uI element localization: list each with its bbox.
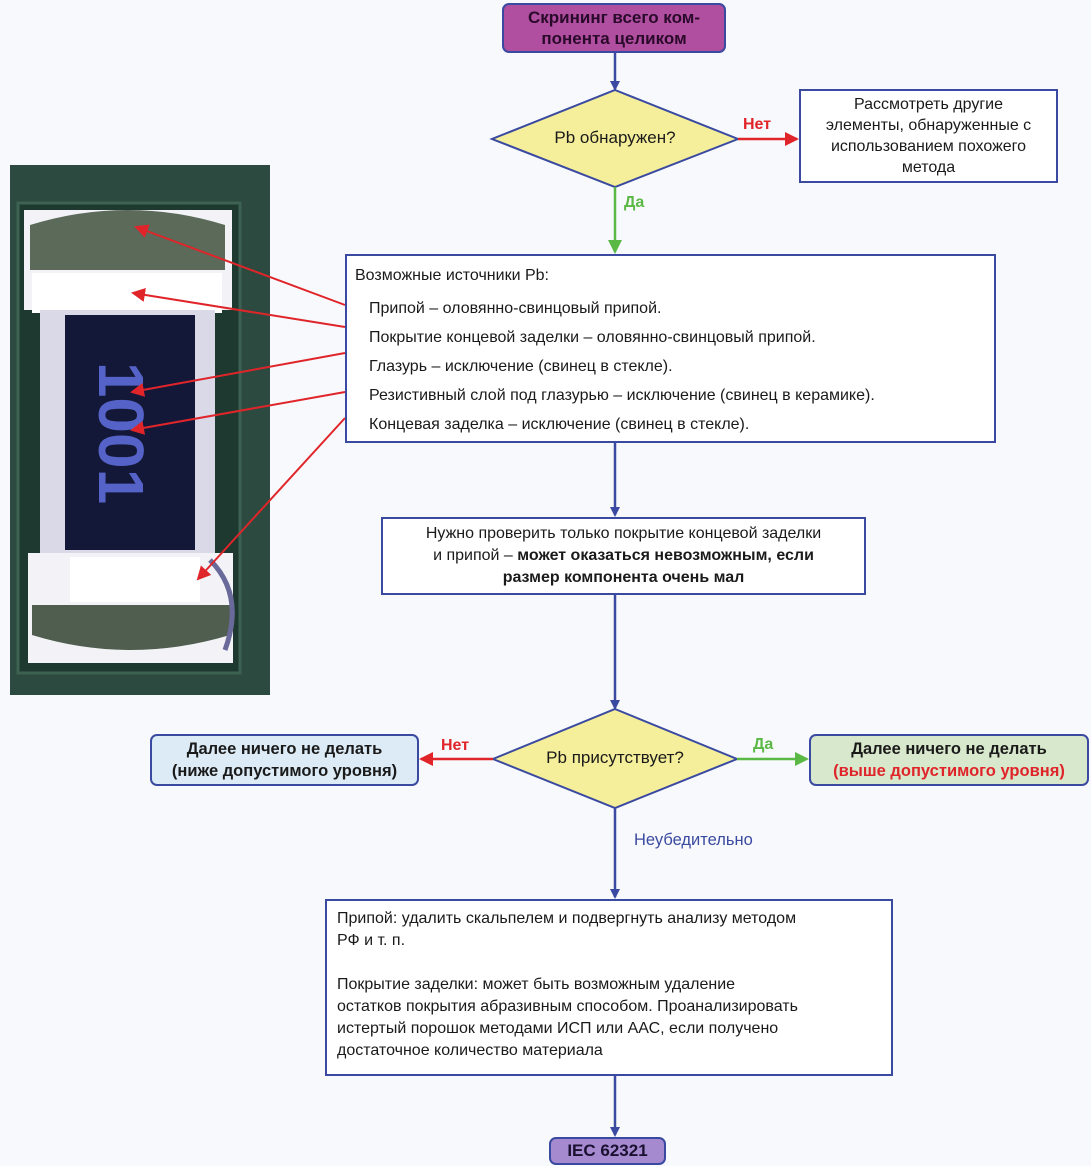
decision2-yes-label: Да: [753, 736, 774, 753]
pointer-arrow-glaze: [130, 352, 346, 397]
check-line1: Нужно проверить только покрытие концевой…: [425, 525, 822, 542]
pointer-arrow-resistive-layer: [130, 391, 346, 435]
pointer-arrow-termination-coating: [131, 287, 346, 328]
resistor-marking: 1001: [85, 362, 157, 504]
end-label: IEC 62321: [567, 1141, 648, 1160]
check-line3: размер компонента очень мал: [503, 567, 745, 589]
consider-other-elements-box: Рассмотреть другие элементы, обнаруженны…: [799, 89, 1058, 183]
left-outcome-line2: (ниже допустимого уровня): [171, 762, 398, 780]
right-outcome-line1: Далее ничего не делать: [851, 740, 1047, 758]
pointer-arrow-solder: [134, 224, 346, 306]
start-line1: Скрининг всего ком-: [528, 8, 700, 27]
consider-line: использованием похожего: [830, 138, 1027, 155]
action-para1-line2: РФ и т. п.: [337, 932, 406, 949]
consider-line: метода: [901, 159, 956, 176]
action-paragraph-solder: Припой: удалить скальпелем и подвергнуть…: [337, 908, 891, 952]
pb-source-item: Резистивный слой под глазурью – исключен…: [369, 387, 875, 404]
action-paragraph-coating: Покрытие заделки: может быть возможным у…: [337, 974, 891, 1062]
decision2-question: Pb присутствует?: [546, 748, 684, 767]
right-outcome-line2: (выше допустимого уровня): [833, 762, 1065, 780]
decision1-question: Pb обнаружен?: [554, 128, 676, 147]
analysis-action-box: Припой: удалить скальпелем и подвергнуть…: [325, 899, 893, 1076]
pb-source-item: Концевая заделка – исключение (свинец в …: [369, 416, 750, 433]
check-line2-plain: и припой –: [433, 547, 518, 564]
pb-source-item: Глазурь – исключение (свинец в стекле).: [369, 358, 673, 375]
check-line2: и припой – может оказаться невозможным, …: [433, 545, 814, 567]
decision1-yes-label: Да: [624, 194, 645, 211]
pb-sources-title: Возможные источники Pb:: [355, 267, 549, 284]
action-para2-line: Покрытие заделки: может быть возможным у…: [337, 976, 736, 993]
consider-line: элементы, обнаруженные с: [825, 117, 1032, 134]
action-para2-line: истертый порошок методами ИСП или ААС, е…: [337, 1020, 779, 1037]
check-coating-box: Нужно проверить только покрытие концевой…: [381, 517, 866, 595]
pb-source-item: Покрытие концевой заделки – оловянно-сви…: [369, 329, 816, 346]
left-outcome-line1: Далее ничего не делать: [186, 740, 383, 758]
start-line2: понента целиком: [541, 29, 687, 48]
decision2-inconclusive-label: Неубедительно: [634, 831, 753, 849]
check-line2-bold: может оказаться невозможным, если: [517, 547, 814, 564]
pointer-arrow-termination: [196, 417, 346, 581]
action-para2-line: остатков покрытия абразивным способом. П…: [337, 998, 798, 1015]
pb-source-item: Припой – оловянно-свинцовый припой.: [369, 300, 662, 317]
end-standard-box: IEC 62321: [549, 1137, 666, 1165]
pb-sources-box: Возможные источники Pb: Припой – оловянн…: [345, 254, 996, 443]
start-box: Скрининг всего ком- понента целиком: [502, 3, 726, 53]
left-outcome-box: Далее ничего не делать (ниже допустимого…: [150, 734, 419, 786]
action-para1-line1: Припой: удалить скальпелем и подвергнуть…: [337, 910, 797, 927]
consider-line: Рассмотреть другие: [853, 96, 1003, 113]
right-outcome-box: Далее ничего не делать (выше допустимого…: [809, 734, 1089, 786]
action-para2-line: достаточное количество материала: [337, 1042, 603, 1059]
check-line3-bold: размер компонента очень мал: [502, 569, 745, 586]
decision1-no-label: Нет: [743, 116, 772, 133]
decision2-no-label: Нет: [441, 737, 470, 754]
